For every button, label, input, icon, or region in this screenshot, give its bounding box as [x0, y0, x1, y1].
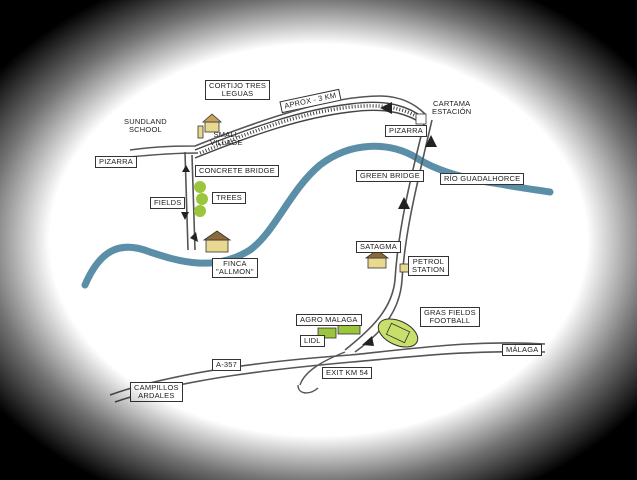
label-rio-guadalhorce: RÍO GUADALHORCE: [440, 173, 525, 185]
label-cartama-estacion: CARTAMA ESTACIÓN: [432, 99, 472, 116]
label-exit-km54: EXIT KM 54: [322, 367, 373, 379]
label-agro-malaga: AGRO MALAGA: [296, 314, 362, 326]
trees-icon: [194, 181, 208, 217]
label-trees: TREES: [212, 192, 247, 204]
label-cortijo-tres-leguas: CORTIJO TRES LEGUAS: [205, 80, 271, 100]
label-small-village: SMALL VILLAGE: [210, 130, 243, 147]
label-malaga: MÁLAGA: [502, 344, 543, 356]
label-a357: A-357: [212, 359, 242, 371]
label-sunland-school: SUNDLAND SCHOOL: [124, 117, 167, 134]
label-campillos-ardales: CAMPILLOS ARDALES: [130, 382, 183, 402]
label-lidl: LIDL: [300, 335, 325, 347]
station-house-icon: [415, 113, 427, 125]
label-petrol-station: PETROL STATION: [408, 256, 449, 276]
label-pizarra-direction: PIZARRA: [95, 156, 137, 168]
label-pizarra-station: PIZARRA: [385, 125, 427, 137]
label-concrete-bridge: CONCRETE BRIDGE: [195, 165, 279, 177]
label-green-bridge: GREEN BRIDGE: [356, 170, 424, 182]
label-finca-allmon: FINCA "ALLMON": [212, 258, 258, 278]
label-satagma: SATAGMA: [356, 241, 401, 253]
label-grass-fields-football: GRAS FIELDS FOOTBALL: [420, 307, 480, 327]
label-fields: FIELDS: [150, 197, 186, 209]
